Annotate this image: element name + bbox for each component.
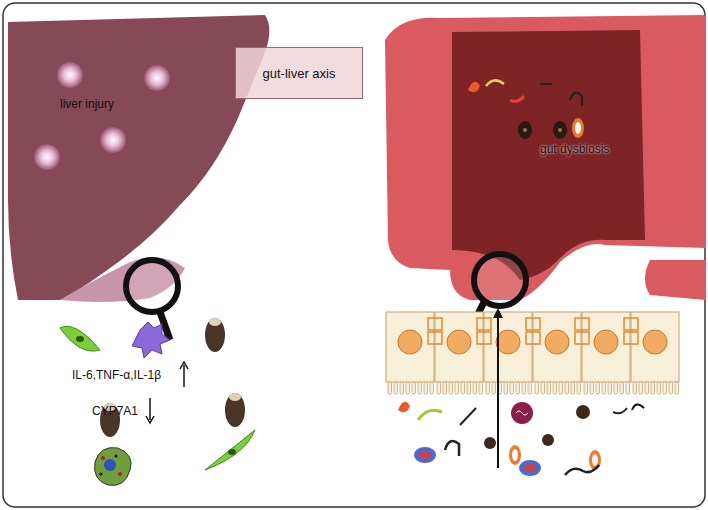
gene-label: CYP7A1	[92, 404, 138, 418]
cytokine-label: IL-6,TNF-α,IL-1β	[72, 368, 161, 382]
axis-box: gut-liver axis	[235, 47, 363, 99]
organ-label: gut dysbiosis	[540, 142, 609, 156]
node-text: gut-liver axis	[263, 66, 336, 81]
organ-label: liver injury	[60, 97, 114, 111]
